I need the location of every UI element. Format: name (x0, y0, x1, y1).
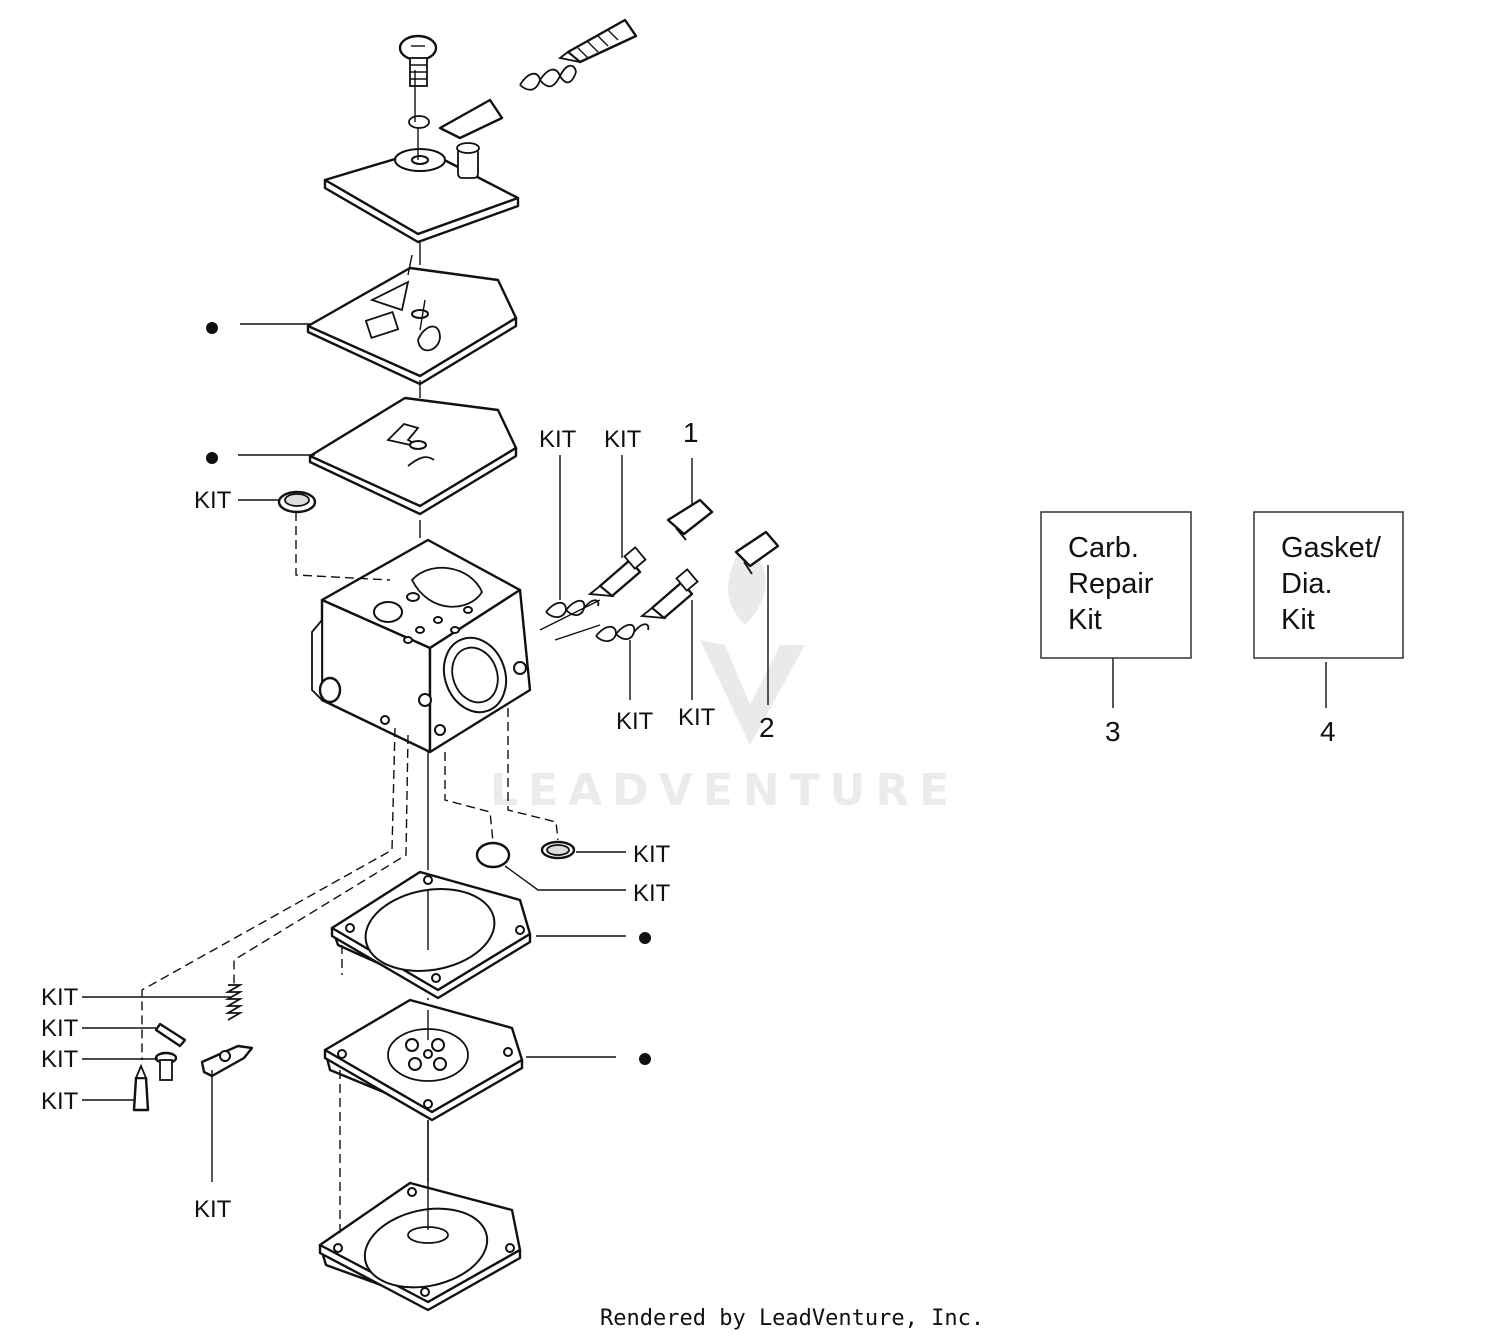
needle-spring-left (545, 599, 600, 618)
callout-number-4: 4 (1320, 716, 1336, 747)
low-speed-needle (587, 546, 647, 598)
kit-label-inlet-screen: KIT (194, 487, 232, 514)
inlet-screen (277, 490, 317, 514)
inlet-needle (132, 1063, 150, 1112)
callout-number-1: 1 (683, 417, 699, 448)
lever-screw (154, 1051, 178, 1081)
callout-number-2: 2 (759, 712, 775, 743)
watermark-text: LEADVENTURE (490, 765, 959, 816)
leadventure-watermark: LEADVENTURE (490, 540, 959, 816)
needle-spring-right (595, 623, 650, 642)
lever-spring (224, 984, 244, 1021)
metering-diaphragm (323, 998, 524, 1122)
bullet-dot (206, 452, 218, 464)
bullet-dot (206, 322, 218, 334)
pump-plate (308, 396, 518, 516)
metering-plate (306, 266, 518, 386)
kit-label-inlet-needle: KIT (41, 1088, 79, 1115)
lower-gasket (330, 870, 532, 1000)
lever-pin (154, 1022, 187, 1048)
carb-repair-kit-line3: Kit (1068, 604, 1102, 636)
callout-labels: KIT KIT KIT 1 2 KIT KIT KIT KIT KIT KIT … (41, 417, 1336, 1223)
carb-repair-kit-line1: Carb. (1068, 532, 1139, 564)
limiter-cap-1 (666, 498, 714, 541)
bullet-dot (639, 1053, 651, 1065)
high-speed-needle (639, 568, 699, 620)
gasket-dia-kit-box: Gasket/ Dia. Kit (1253, 511, 1404, 659)
kit-label-metering-lever: KIT (194, 1196, 232, 1223)
bottom-cover (318, 1181, 522, 1312)
gasket-dia-kit-line2: Dia. (1281, 568, 1333, 600)
metering-lever (200, 1044, 254, 1078)
kit-label-spring-2: KIT (616, 708, 654, 735)
kit-label-lever-spring: KIT (41, 984, 79, 1011)
bullet-markers (206, 322, 651, 1065)
carb-repair-kit-line2: Repair (1068, 568, 1154, 600)
carb-repair-kit-box: Carb. Repair Kit (1040, 511, 1192, 659)
gasket-dia-kit-line3: Kit (1281, 604, 1315, 636)
kit-label-needle: KIT (604, 426, 642, 453)
kit-label-lever-screw: KIT (41, 1046, 79, 1073)
gasket-dia-kit-line1: Gasket/ (1281, 532, 1382, 564)
limiter-cap-2 (734, 530, 780, 575)
callout-number-3: 3 (1105, 716, 1121, 747)
callout-leaders (82, 323, 1327, 1182)
welch-plug (475, 841, 511, 869)
top-cover (323, 98, 520, 244)
kit-label-lever-pin: KIT (41, 1015, 79, 1042)
kit-label-welch-plug: KIT (633, 880, 671, 907)
assembly-lines (141, 70, 601, 1235)
carburetor-body (311, 538, 532, 754)
kit-label-needle-2: KIT (678, 704, 716, 731)
screen-filter-lower (540, 840, 576, 860)
kit-label-screen-lower: KIT (633, 841, 671, 868)
adjust-needle (519, 18, 638, 91)
bullet-dot (639, 932, 651, 944)
kit-label-spring: KIT (539, 426, 577, 453)
cover-screw (398, 34, 438, 129)
rendered-by-footer: Rendered by LeadVenture, Inc. (600, 1306, 984, 1331)
